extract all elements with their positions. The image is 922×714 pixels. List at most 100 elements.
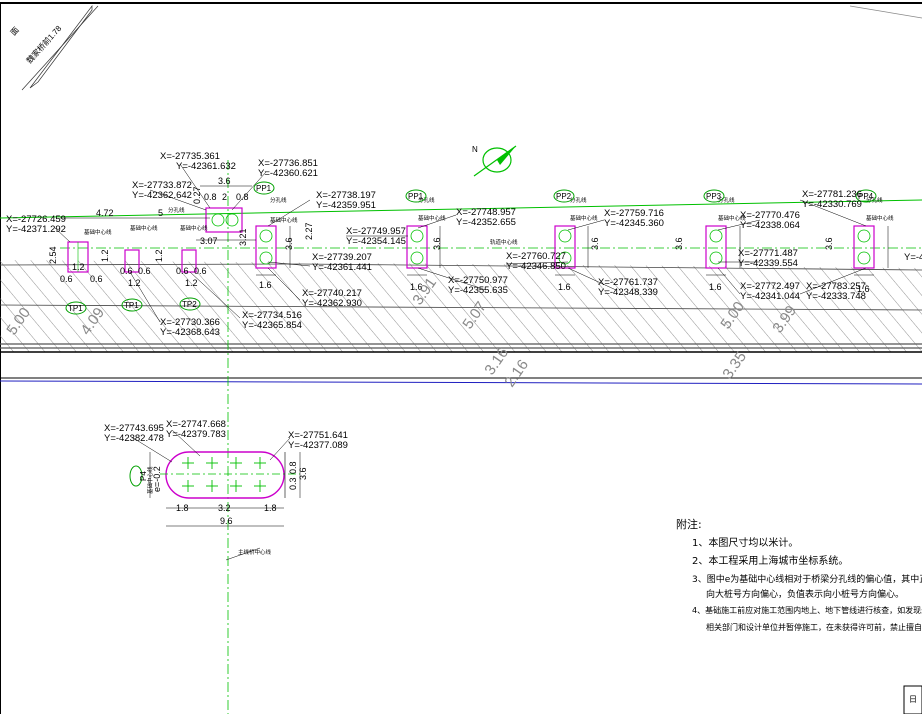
axis-label-4: 基础中心线 xyxy=(270,216,298,224)
svg-text:Y=-42354.145: Y=-42354.145 xyxy=(346,236,406,247)
svg-text:Y=-42338.064: Y=-42338.064 xyxy=(740,220,800,231)
fence-label-3: 分孔线 xyxy=(418,196,435,204)
tag-tp1b: TP1 xyxy=(121,298,143,312)
tag-pp1a: PP1 xyxy=(253,181,275,195)
svg-text:TP1: TP1 xyxy=(68,304,83,313)
pile-cap-pp4 xyxy=(853,225,875,269)
svg-text:Y=-42365.854: Y=-42365.854 xyxy=(242,320,302,331)
note-item-4: 4、基础施工前应对施工范围内地上、地下管线进行核查，如发现未知管线应及时上报 xyxy=(692,605,922,615)
svg-text:X=-27743.695: X=-27743.695 xyxy=(104,423,164,434)
svg-text:Y=-42348.339: Y=-42348.339 xyxy=(598,287,658,298)
svg-text:日: 日 xyxy=(909,695,917,704)
note-item-3b: 向大桩号方向偏心，负值表示向小桩号方向偏心。 xyxy=(706,588,904,600)
dim-0-3-p4: 0.3 xyxy=(288,477,298,490)
svg-text:X=-27761.737: X=-27761.737 xyxy=(598,277,658,288)
svg-text:Y=-42345.360: Y=-42345.360 xyxy=(604,218,664,229)
svg-text:Y=-42362.642: Y=-42362.642 xyxy=(132,190,192,201)
axis-label-3: 基础中心线 xyxy=(180,224,208,232)
svg-text:X=-27734.516: X=-27734.516 xyxy=(242,310,302,321)
svg-text:X=-27733.872: X=-27733.872 xyxy=(132,180,192,191)
dim-3-2-center: 3.2 xyxy=(218,503,231,513)
svg-text:X=-27772.497: X=-27772.497 xyxy=(740,281,800,292)
dim-0-6-e: 0.6 xyxy=(176,266,189,276)
axis-label-7: 基础中心线 xyxy=(718,214,746,222)
svg-text:X=-27736.851: X=-27736.851 xyxy=(258,158,318,169)
axis-label-5: 基础中心线 xyxy=(418,214,446,222)
svg-text:X=-27738.197: X=-27738.197 xyxy=(316,190,376,201)
svg-text:Y=-42355.635: Y=-42355.635 xyxy=(448,285,508,296)
svg-text:X=-27750.977: X=-27750.977 xyxy=(448,275,508,286)
dim-9-6: 9.6 xyxy=(220,516,233,526)
river-label: 主线桥中心线 xyxy=(238,548,272,556)
svg-text:TP2: TP2 xyxy=(182,300,197,309)
pile-cap-top xyxy=(205,207,243,233)
pile-cap-tp2 xyxy=(181,249,197,273)
eccentricity-label: e=-0.2 xyxy=(152,466,162,492)
axis-label-1: 基础中心线 xyxy=(84,228,112,236)
dim-3-6-p4: 3.6 xyxy=(298,467,308,480)
corner-char: 面 xyxy=(9,25,21,37)
svg-text:X=-27771.487: X=-27771.487 xyxy=(738,248,798,259)
svg-text:Y=-42359.951: Y=-42359.951 xyxy=(316,200,376,211)
svg-text:Y=-42341.044: Y=-42341.044 xyxy=(740,291,800,302)
dim-0-8-b: 0.8 xyxy=(236,192,249,202)
dim-1-2-c: 1.2 xyxy=(72,262,85,272)
pile-cap-p4-detail xyxy=(160,451,300,527)
svg-text:Y=-42377.089: Y=-42377.089 xyxy=(288,440,348,451)
svg-text:Y=-42352.655: Y=-42352.655 xyxy=(456,217,516,228)
svg-text:X=-27751.641: X=-27751.641 xyxy=(288,430,348,441)
dim-3-07: 3.07 xyxy=(200,236,218,246)
svg-text:Y=-42382.478: Y=-42382.478 xyxy=(104,433,164,444)
dim-0-6-d: 0.6 xyxy=(138,266,151,276)
svg-text:X=-27748.957: X=-27748.957 xyxy=(456,207,516,218)
dimension-lines xyxy=(54,163,889,561)
dim-0-6-a: 0.6 xyxy=(60,274,73,284)
svg-text:Y=-42333.748: Y=-42333.748 xyxy=(806,291,866,302)
dim-1-8-a: 1.8 xyxy=(176,503,189,513)
svg-text:PP2: PP2 xyxy=(556,192,572,201)
svg-text:Y=-42361.441: Y=-42361.441 xyxy=(312,262,372,273)
note-item-1: 1、本图尺寸均以米计。 xyxy=(692,536,798,549)
svg-text:PP1: PP1 xyxy=(408,192,424,201)
svg-text:Y=-42360.621: Y=-42360.621 xyxy=(258,168,318,179)
coord-edge-y: Y=-427 xyxy=(904,252,922,263)
dim-1-6-pp2: 1.6 xyxy=(558,282,571,292)
svg-text:Y=-42371.292: Y=-42371.292 xyxy=(6,224,66,235)
svg-text:PP3: PP3 xyxy=(706,192,722,201)
north-arrow-icon: N xyxy=(472,145,517,177)
note-item-2: 2、本工程采用上海城市坐标系统。 xyxy=(692,554,848,567)
fence-label-5: 分孔线 xyxy=(718,196,735,204)
axis-label-2: 基础中心线 xyxy=(130,224,158,232)
dim-1-2-b: 1.2 xyxy=(154,249,164,262)
svg-text:X=-27760.727: X=-27760.727 xyxy=(506,251,566,262)
pile-cap-pp2 xyxy=(554,225,576,269)
dim-1-6-pp1b: 1.6 xyxy=(410,282,423,292)
svg-text:Y=-42368.643: Y=-42368.643 xyxy=(160,327,220,338)
dim-4-72: 4.72 xyxy=(96,208,114,218)
svg-text:Y=-42362.930: Y=-42362.930 xyxy=(302,298,362,309)
dim-5: 5 xyxy=(158,208,163,218)
axis-label-8: 基础中心线 xyxy=(866,214,894,222)
dim-3-6-pp1b: 3.6 xyxy=(432,237,442,250)
svg-text:TP1: TP1 xyxy=(124,301,139,310)
dim-3-6-pp3: 3.6 xyxy=(674,237,684,250)
fence-label-6: 分孔线 xyxy=(866,196,883,204)
dim-3-6-pp4: 3.6 xyxy=(824,237,834,250)
notes-heading: 附注: xyxy=(676,517,702,531)
